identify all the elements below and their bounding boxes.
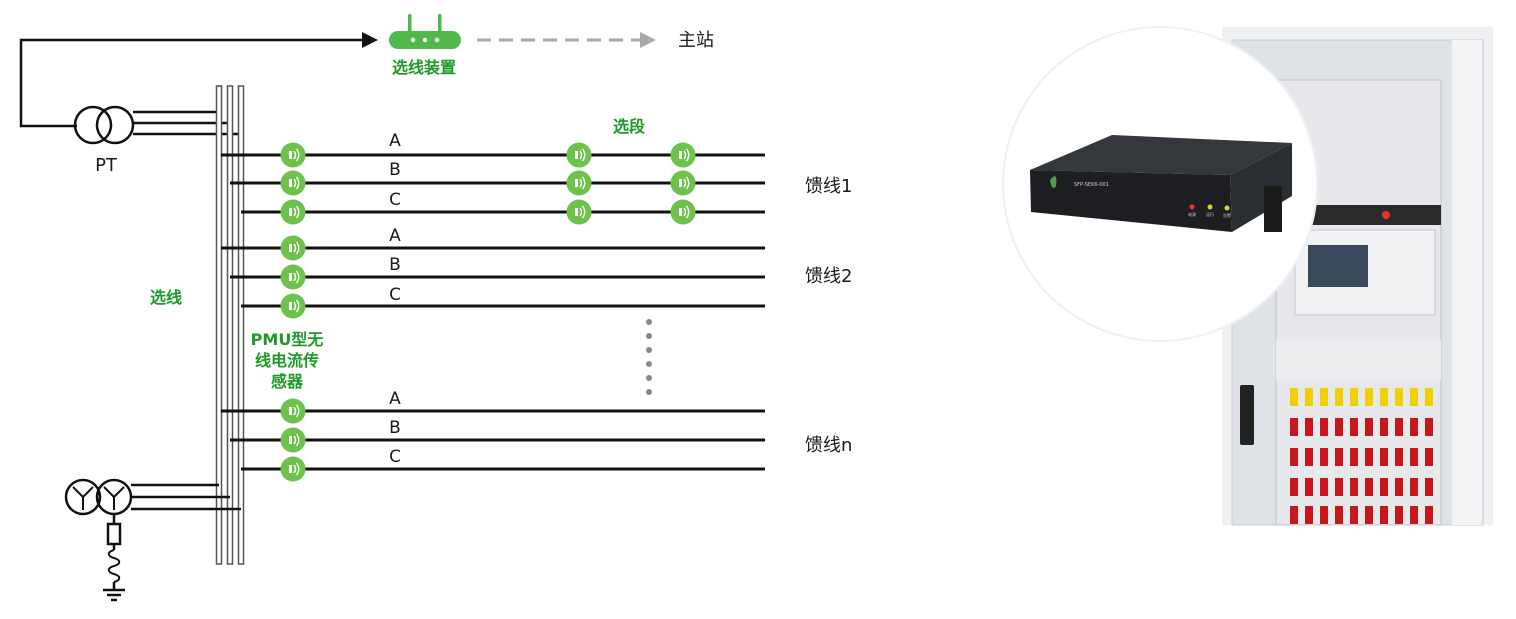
feedern-phase-a-label: A xyxy=(389,389,401,409)
feeder1-phase-a-label: A xyxy=(389,131,401,151)
ellipsis-dots xyxy=(646,319,652,395)
sensor-icon xyxy=(670,199,696,225)
sensor-icon xyxy=(280,264,306,290)
feeder-n xyxy=(221,409,765,471)
sensor-icon xyxy=(280,427,306,453)
device-to-master-arrow xyxy=(477,32,656,48)
sensor-label-line3: 感器 xyxy=(271,372,304,391)
line-selection-label: 选线 xyxy=(150,288,182,307)
sensor-icon xyxy=(280,456,306,482)
sensor-icon xyxy=(566,142,592,168)
sensor-label-line2: 线电流传 xyxy=(255,351,319,370)
grounding-transformer-symbol xyxy=(64,478,241,602)
sensor-icon xyxy=(280,142,306,168)
pt-label: PT xyxy=(95,155,118,176)
feedern-phase-c-label: C xyxy=(389,447,401,467)
pt-transformer-symbol xyxy=(73,105,241,145)
sensor-icon xyxy=(280,199,306,225)
sensor-icon xyxy=(280,170,306,196)
feedern-phase-b-label: B xyxy=(389,418,401,438)
sensor-label-line1: PMU型无 xyxy=(251,330,324,349)
indicator-power-label: 电源 xyxy=(1188,211,1196,217)
feeder-1-name: 馈线1 xyxy=(805,176,852,197)
device-model-label: SFP-SEK6-001 xyxy=(1074,182,1109,188)
feeder1-phase-b-label: B xyxy=(389,160,401,180)
segment-selection-label: 选段 xyxy=(613,117,646,136)
feeder-2 xyxy=(221,246,765,308)
feeder2-phase-c-label: C xyxy=(389,285,401,305)
sensor-icon xyxy=(566,170,592,196)
sensor-icon xyxy=(670,170,696,196)
line-selection-device-icon xyxy=(389,14,461,49)
sensor-icon xyxy=(566,199,592,225)
busbars xyxy=(215,85,245,565)
device-zoom-circle: SFP-SEK6-001 电源 运行 告警 xyxy=(1002,26,1318,342)
feeder2-phase-a-label: A xyxy=(389,226,401,246)
sensor-icon xyxy=(670,142,696,168)
sensor-icon xyxy=(280,235,306,261)
feeder1-phase-c-label: C xyxy=(389,190,401,210)
feeder-2-name: 馈线2 xyxy=(805,266,852,287)
pt-to-device-wire xyxy=(19,32,378,128)
indicator-alarm-label: 告警 xyxy=(1223,212,1231,218)
feeder2-phase-b-label: B xyxy=(389,255,401,275)
master-station-label: 主站 xyxy=(678,30,714,51)
indicator-run-label: 运行 xyxy=(1206,211,1214,217)
feeder-n-name: 馈线n xyxy=(805,435,852,456)
sensor-icon xyxy=(280,398,306,424)
sensor-icon xyxy=(280,293,306,319)
device-label: 选线装置 xyxy=(392,58,456,77)
